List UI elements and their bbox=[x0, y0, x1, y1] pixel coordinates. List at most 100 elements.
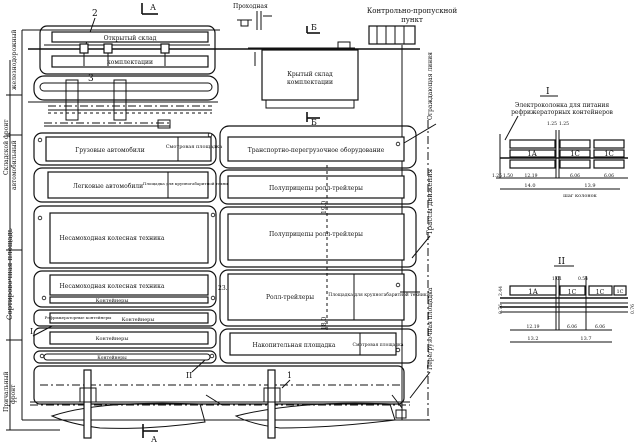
gantry-crane-icon bbox=[79, 43, 170, 66]
section-letter-b-bottom: Б bbox=[311, 118, 317, 127]
detail-I-cell-1A: 1А bbox=[527, 150, 537, 158]
block-handling-equipment-label: Транспортно-перегрузочное оборудование bbox=[248, 147, 385, 154]
detail-I-caption-2: рефрижераторных контейнеров bbox=[511, 109, 613, 116]
section-mark-a-top bbox=[141, 3, 158, 15]
detail-I-cell-1C-2: 1С bbox=[604, 150, 614, 158]
block-containers-row-1-label: Контейнеры bbox=[96, 298, 129, 304]
block-reefer bbox=[49, 312, 209, 324]
detail-I-dim-5: 6.06 bbox=[604, 173, 614, 179]
block-semitrailers-1-label: Полуприцепы ролл-трейлеры bbox=[269, 185, 363, 192]
open-warehouse-zone bbox=[39, 25, 216, 75]
open-warehouse-sub-label: комплектации bbox=[107, 59, 153, 66]
ship-icon bbox=[234, 402, 396, 429]
detail-II-side-dim-1: 2.44 bbox=[498, 286, 504, 296]
zone-containers-3 bbox=[33, 327, 217, 349]
fence-line-label: Ограждающая линия bbox=[427, 52, 434, 120]
block-wheeled-equipment bbox=[49, 212, 209, 264]
passage-label: Проходная bbox=[233, 3, 268, 10]
inspection-area-label-2: Смотровая площадка bbox=[353, 342, 404, 348]
detail-II-side-dim-3: 0.76 bbox=[630, 304, 636, 314]
detail-I-dim-4: 6.06 bbox=[570, 173, 580, 179]
detail-I-dim-top-1: 1.25 bbox=[547, 121, 557, 127]
detail-II-side-dim-2: 0.76 bbox=[498, 304, 504, 314]
block-containers-3 bbox=[49, 331, 209, 345]
road-track-line bbox=[44, 119, 171, 129]
dim-road-23: 23.0 bbox=[218, 285, 232, 292]
transfer-area-label: Перегрузочная площадка bbox=[427, 287, 434, 370]
section-mark-b-top bbox=[306, 26, 320, 34]
detail-II-dim-2: 6.06 bbox=[567, 324, 577, 330]
oversize-area-label-1: Площадка для крупногабаритной техники bbox=[143, 181, 234, 186]
inspection-area-label-1: Смотровая площадка bbox=[166, 144, 223, 150]
block-reefer-containers-label: Контейнеры bbox=[122, 317, 155, 323]
covered-warehouse bbox=[248, 41, 359, 109]
left-zone-bracket bbox=[6, 60, 60, 431]
detail-I-total-2: 13.9 bbox=[584, 183, 595, 189]
detail-callout-II: II bbox=[186, 371, 192, 380]
checkpoint-label-1: Контрольно-пропускной bbox=[367, 7, 458, 15]
quay-crane-icon bbox=[79, 369, 407, 439]
lighting-mast-icon bbox=[37, 132, 401, 359]
zone-reefer bbox=[33, 309, 217, 327]
zone-label-warehouse-front: Складской фронт bbox=[3, 119, 10, 175]
zone-trucks bbox=[33, 132, 217, 166]
detail-II-dim-1: 12.19 bbox=[527, 324, 540, 330]
block-containers-3-label: Контейнеры bbox=[96, 336, 129, 342]
detail-I-dim-top-2: 1.25 bbox=[559, 121, 569, 127]
detail-I-total-1: 14.0 bbox=[524, 183, 535, 189]
block-containers-4-label: Контейнеры bbox=[97, 355, 127, 361]
section-letter-b-top: Б bbox=[311, 23, 317, 32]
ship-icon bbox=[50, 402, 206, 429]
callout-1: 1 bbox=[287, 371, 292, 380]
dim-road-19: 19.0 bbox=[321, 200, 328, 214]
detail-I-dim-3: 12.19 bbox=[525, 173, 538, 179]
block-wheeled-equipment-2 bbox=[49, 274, 209, 296]
detail-II-cell-1C-3: 1С bbox=[616, 289, 623, 295]
zone-label-railway: железнодорожный bbox=[11, 30, 18, 90]
checkpoint-label-2: пункт bbox=[401, 16, 423, 24]
block-trucks-label: Грузовые автомобили bbox=[75, 147, 144, 154]
detail-II-cell-1A: 1А bbox=[528, 288, 538, 296]
detail-II-total-1: 13.2 bbox=[527, 336, 538, 342]
block-semitrailers-2-label: Полуприцепы ролл-трейлеры bbox=[269, 231, 363, 238]
zone-wheeled-equipment bbox=[33, 205, 217, 269]
zone-semitrailers-1 bbox=[219, 169, 417, 205]
oversize-area-label-2: Площадка для крупногабаритной техники bbox=[328, 291, 429, 298]
zone-label-automobile: автомобильный bbox=[11, 140, 18, 190]
detail-I-caption-1: Электроколонка для питания bbox=[515, 102, 610, 109]
railway-track-zone bbox=[28, 75, 219, 121]
block-semitrailers-2 bbox=[227, 213, 405, 261]
detail-II-cell-1C-2: 1С bbox=[596, 289, 605, 296]
open-warehouse-block bbox=[51, 31, 209, 43]
block-wheeled-equipment-2-label: Несамоходная колесная техника bbox=[60, 283, 165, 290]
reefer-label: Рефрижераторные контейнеры bbox=[45, 315, 112, 320]
checkpoint-building-icon bbox=[368, 25, 416, 45]
zone-storage-area bbox=[219, 328, 417, 364]
detail-I-dim-1: 1.25 bbox=[492, 173, 502, 179]
block-wheeled-equipment-label: Несамоходная колесная техника bbox=[60, 235, 165, 242]
callout-2: 2 bbox=[92, 9, 98, 19]
zone-cars bbox=[33, 167, 217, 203]
traffic-routes-label: Трассы движения bbox=[426, 168, 434, 235]
block-semitrailers-1 bbox=[227, 175, 405, 199]
section-letter-a-bottom: А bbox=[151, 435, 157, 444]
detail-II-cell-1C-1: 1С bbox=[568, 289, 577, 296]
block-roll-trailers bbox=[227, 273, 405, 321]
open-warehouse-label: Открытый склад bbox=[104, 35, 157, 42]
zone-containers-4 bbox=[33, 350, 217, 364]
fence-leader bbox=[403, 123, 437, 144]
zone-roll-trailers bbox=[219, 269, 417, 327]
detail-II-dim-3: 6.06 bbox=[595, 324, 605, 330]
section-letter-a-top: А bbox=[150, 3, 156, 12]
callout-1-leader bbox=[281, 379, 291, 389]
detail-II: II 1.01 0.54 1А 1С 1С 1С 2.44 0.76 0.76 … bbox=[498, 257, 636, 343]
block-storage-area-label: Накопительная площадка bbox=[253, 342, 336, 349]
detail-I-cell-1C-1: 1С bbox=[570, 150, 580, 158]
detail-I-title: I bbox=[546, 87, 550, 97]
block-storage-area bbox=[229, 332, 397, 356]
detail-II-title: II bbox=[558, 257, 566, 267]
block-trucks bbox=[45, 136, 212, 162]
passage-gate-icon bbox=[237, 11, 272, 30]
covered-warehouse-label-1: Крытый склад bbox=[287, 71, 333, 78]
block-cars-label: Легковые автомобили bbox=[73, 183, 143, 190]
